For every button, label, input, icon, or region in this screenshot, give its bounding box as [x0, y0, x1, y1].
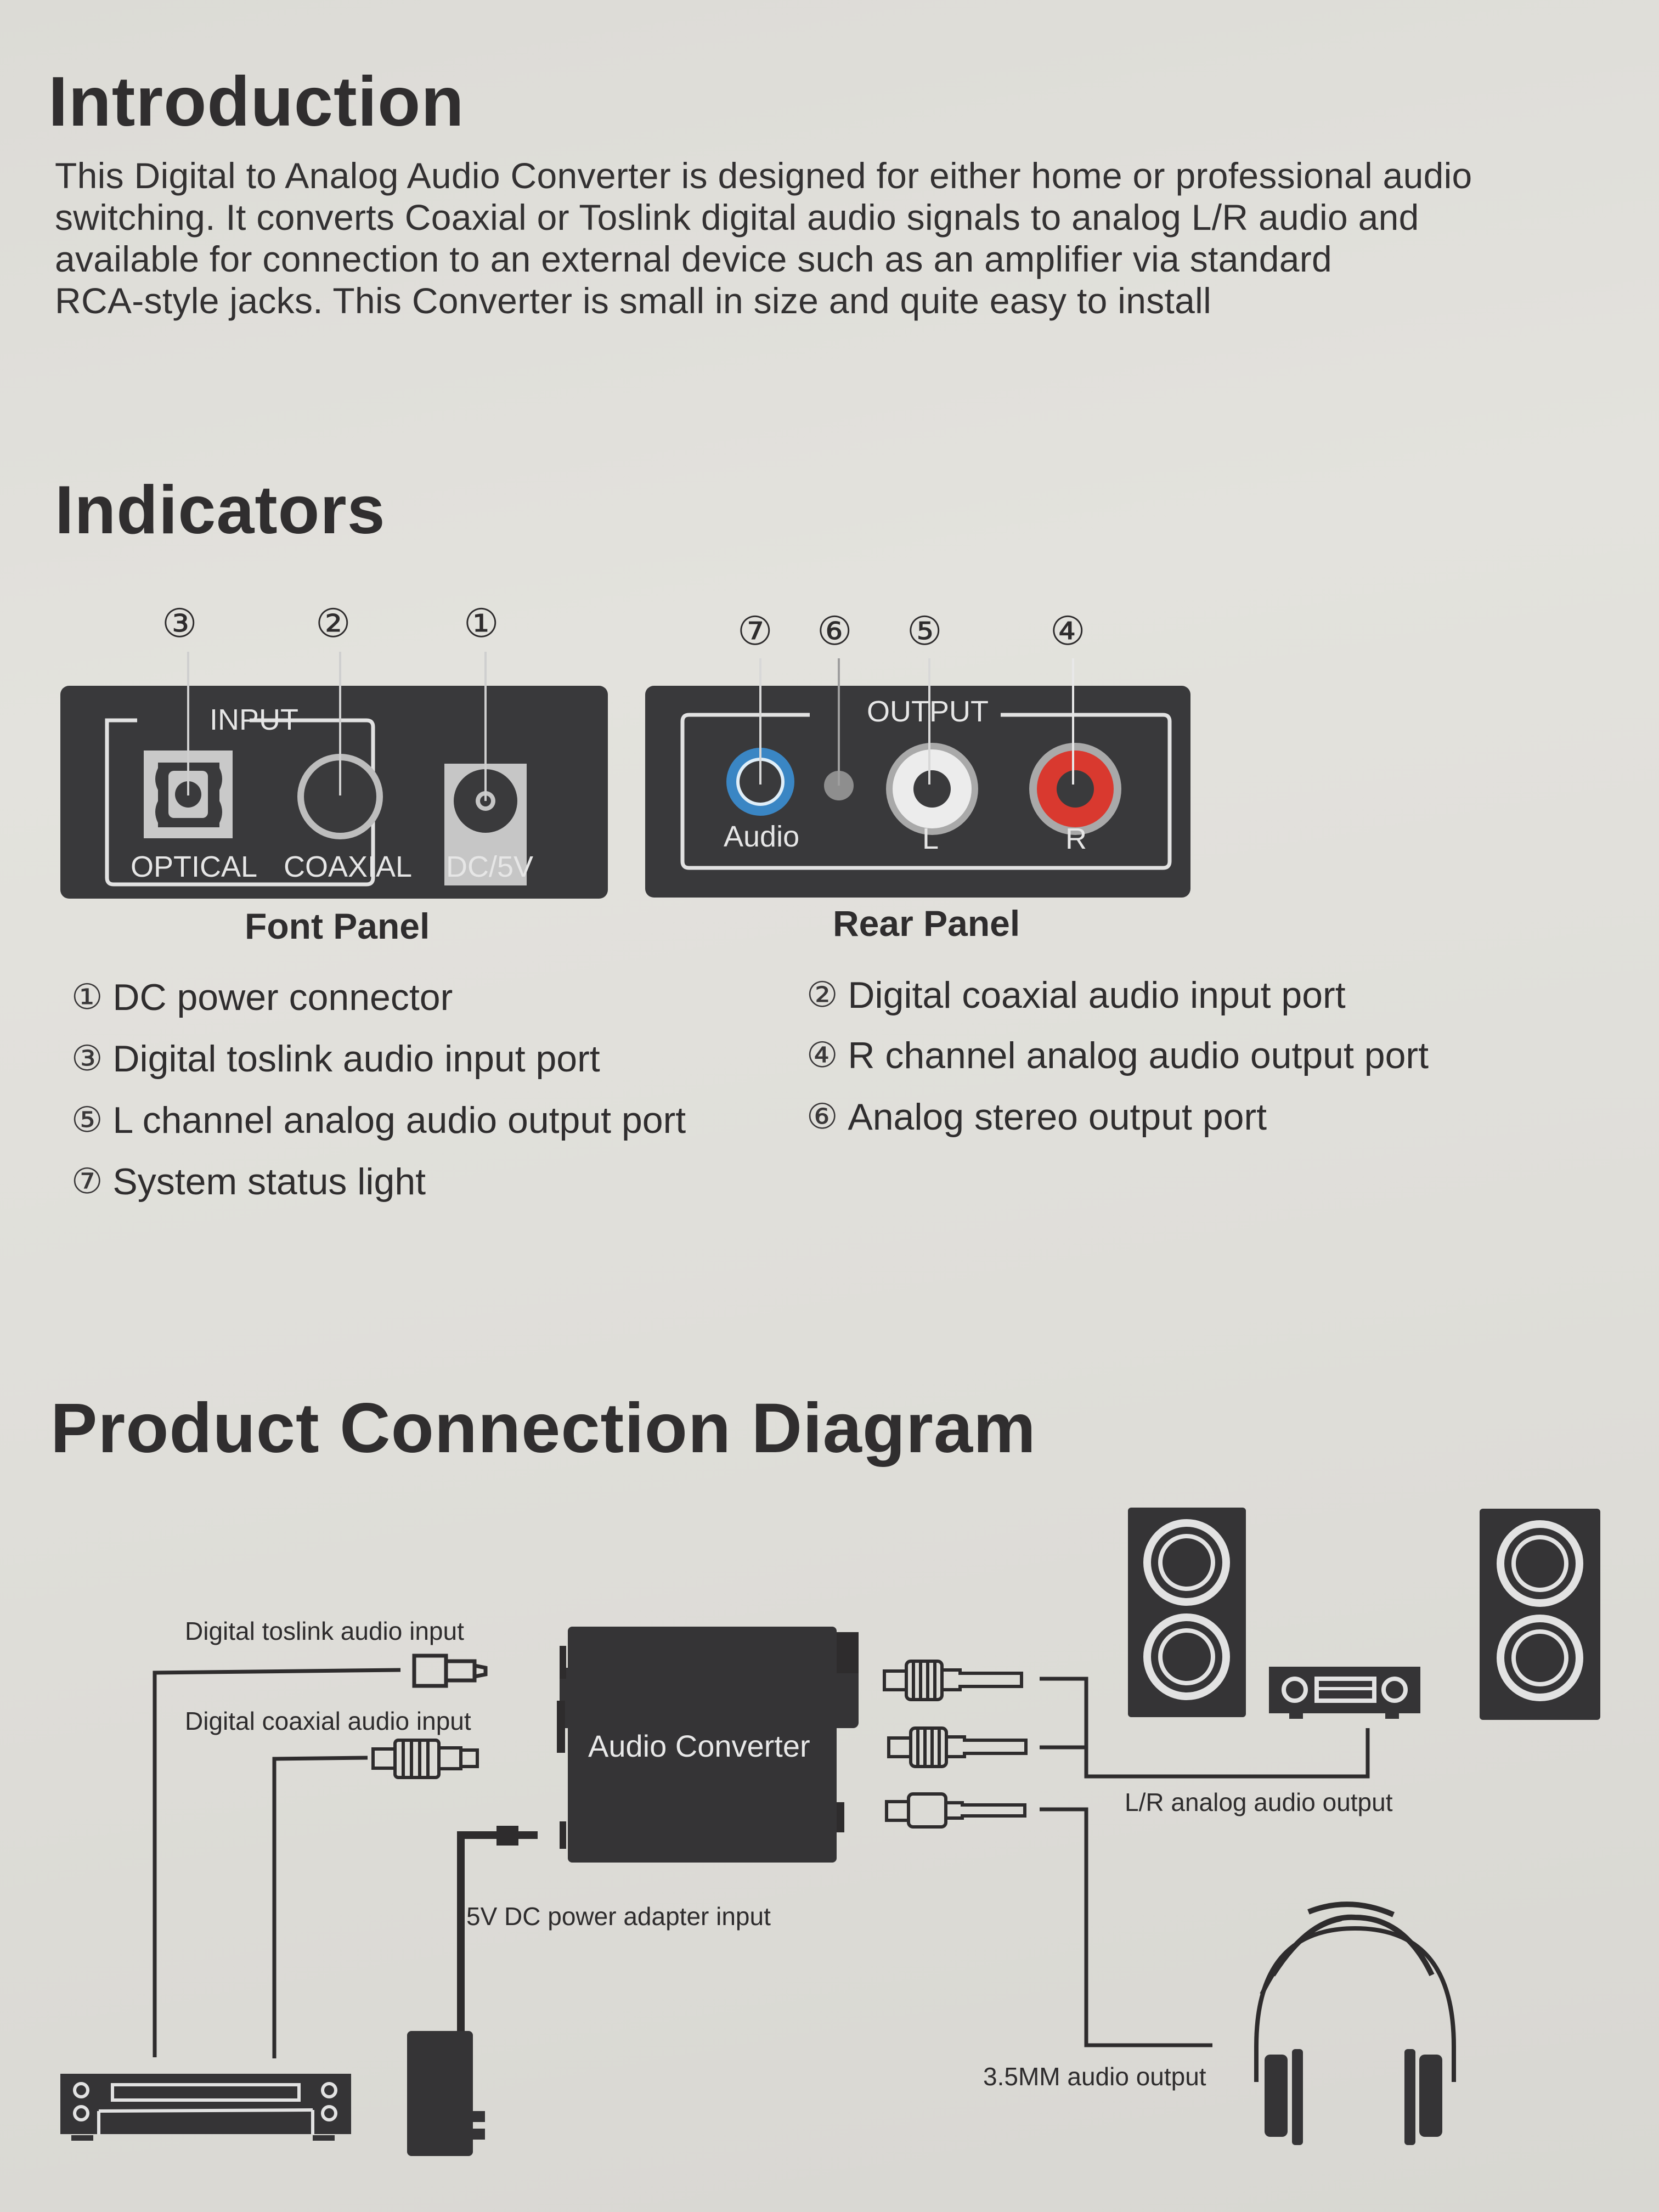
label-coaxial-input: Digital coaxial audio input — [185, 1707, 471, 1735]
intro-line: RCA-style jacks. This Converter is small… — [55, 280, 1212, 321]
port-label-coaxial: COAXIAL — [284, 850, 413, 883]
legend-number: ⑥ — [806, 1097, 838, 1137]
legend-number: ② — [806, 975, 838, 1015]
toslink-plug-icon — [412, 1654, 488, 1688]
port-label-dc: DC/5V — [446, 850, 534, 883]
mini-jack-plug-icon — [885, 1792, 1026, 1829]
indicator-legend: ① DC power connector ② Digital coaxial a… — [71, 977, 1553, 1223]
rear-panel-caption: Rear Panel — [833, 903, 1020, 944]
amplifier-icon — [1269, 1667, 1420, 1719]
callout-2: ② — [315, 600, 351, 646]
speaker-left-icon — [1128, 1508, 1246, 1717]
label-headphone-output: 3.5MM audio output — [983, 2062, 1206, 2091]
indicators-title: Indicators — [55, 472, 386, 548]
headphone-cups-icon — [1265, 2049, 1442, 2145]
power-adapter-icon — [407, 2031, 485, 2156]
rca-plug-icon — [887, 1726, 1028, 1768]
introduction-title: Introduction — [48, 63, 465, 141]
rca-plug-icon — [883, 1660, 1023, 1701]
headphones-icon — [1254, 1901, 1456, 2082]
front-panel-caption: Font Panel — [245, 906, 430, 946]
intro-line: This Digital to Analog Audio Converter i… — [55, 155, 1472, 196]
callout-1: ① — [464, 600, 499, 646]
rear-panel-drawing — [680, 658, 1172, 870]
callout-3: ③ — [162, 600, 198, 646]
output-group-label: OUTPUT — [867, 695, 989, 728]
legend-text: L channel analog audio output port — [112, 1099, 686, 1141]
introduction-paragraph: This Digital to Analog Audio Converter i… — [55, 155, 1472, 321]
port-label-r: R — [1065, 822, 1087, 855]
source-player-icon — [60, 2074, 351, 2141]
callout-4: ④ — [1050, 608, 1086, 654]
legend-number: ① — [71, 977, 103, 1018]
audio-converter-label: Audio Converter — [588, 1729, 810, 1763]
legend-number: ⑦ — [71, 1161, 103, 1202]
label-power-input: 5V DC power adapter input — [466, 1902, 771, 1931]
legend-text: R channel analog audio output port — [848, 1035, 1429, 1076]
legend-text: System status light — [112, 1161, 426, 1203]
coaxial-plug-icon — [371, 1739, 479, 1779]
legend-item-2: ② Digital coaxial audio input port — [806, 977, 1346, 1014]
input-group-label: INPUT — [210, 703, 298, 736]
legend-item-3: ③ Digital toslink audio input port — [71, 1040, 600, 1077]
label-lr-output: L/R analog audio output — [1125, 1788, 1393, 1816]
port-label-l: L — [922, 822, 939, 855]
legend-text: Digital coaxial audio input port — [848, 974, 1346, 1016]
port-label-audio: Audio — [724, 820, 800, 853]
callout-7: ⑦ — [737, 608, 773, 654]
label-toslink-input: Digital toslink audio input — [185, 1617, 464, 1645]
legend-item-6: ⑥ Analog stereo output port — [806, 1098, 1267, 1136]
intro-line: switching. It converts Coaxial or Toslin… — [55, 197, 1419, 238]
legend-item-4: ④ R channel analog audio output port — [806, 1037, 1429, 1074]
legend-number: ④ — [806, 1035, 838, 1076]
legend-item-1: ① DC power connector — [71, 979, 453, 1016]
rear-panel: ⑦ ⑥ ⑤ ④ OUTPUT Audio L R Rear Panel — [645, 603, 1194, 941]
connection-diagram-title: Product Connection Diagram — [50, 1389, 1036, 1468]
front-panel-drawing — [105, 652, 527, 887]
callout-6: ⑥ — [817, 608, 853, 654]
legend-text: DC power connector — [112, 977, 453, 1018]
callout-5: ⑤ — [907, 608, 943, 654]
intro-line: available for connection to an external … — [55, 239, 1333, 279]
legend-text: Digital toslink audio input port — [112, 1038, 600, 1080]
legend-number: ③ — [71, 1039, 103, 1079]
port-label-optical: OPTICAL — [131, 850, 258, 883]
legend-item-5: ⑤ L channel analog audio output port — [71, 1102, 686, 1139]
audio-converter-icon — [557, 1627, 859, 1863]
legend-number: ⑤ — [71, 1100, 103, 1141]
legend-item-7: ⑦ System status light — [71, 1163, 426, 1200]
speaker-right-icon — [1480, 1509, 1600, 1720]
front-panel: ③ ② ① INPUT OPTICAL COAXIAL DC/5V Font P… — [60, 600, 609, 944]
legend-text: Analog stereo output port — [848, 1096, 1267, 1138]
